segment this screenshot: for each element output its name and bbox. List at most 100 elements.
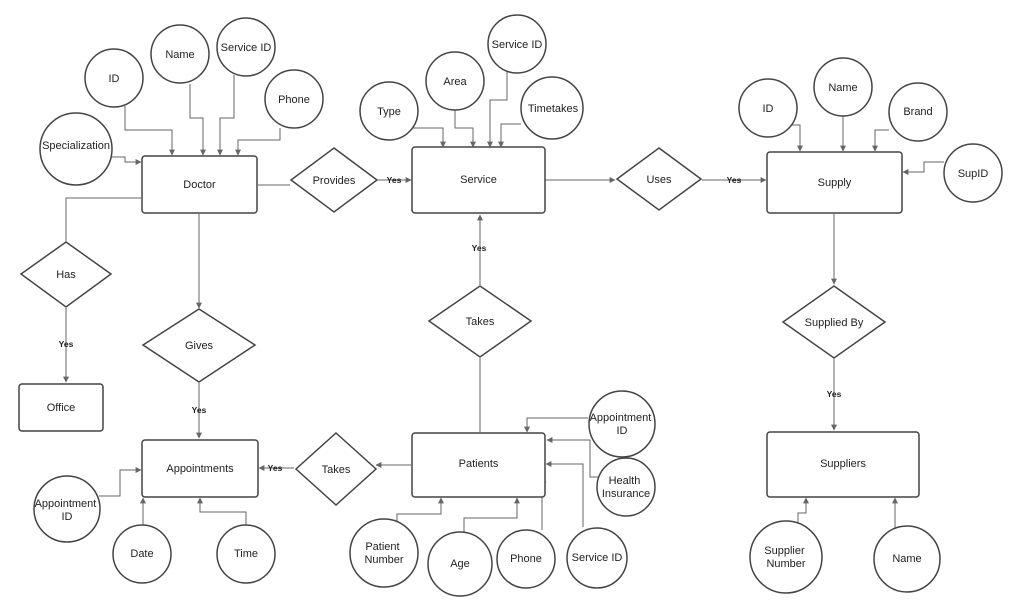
attribute-supplier-name[interactable]: Name bbox=[873, 525, 941, 593]
edge-patients-appointment-id bbox=[524, 417, 588, 433]
entity-suppliers[interactable]: Suppliers bbox=[766, 431, 920, 498]
attribute-service-area-label: Area bbox=[443, 76, 467, 88]
attribute-patient-service-id[interactable]: Service ID bbox=[566, 527, 628, 589]
attribute-patient-appointment-id[interactable]: Appointment ID bbox=[588, 390, 656, 458]
edge-doctor-id bbox=[124, 106, 175, 156]
attribute-doctor-id[interactable]: ID bbox=[84, 48, 144, 108]
relationship-provides[interactable]: Provides bbox=[289, 147, 379, 213]
attribute-doctor-service-id-label: Service ID bbox=[221, 42, 272, 54]
entity-office-label: Office bbox=[47, 402, 76, 414]
attribute-doctor-id-label: ID bbox=[109, 73, 120, 85]
edge-appointments-appointment-id bbox=[99, 467, 142, 497]
entity-suppliers-label: Suppliers bbox=[820, 458, 866, 470]
attribute-supply-name-label: Name bbox=[828, 82, 857, 94]
attribute-service-type-label: Type bbox=[377, 106, 401, 118]
relationship-uses-label: Uses bbox=[646, 174, 672, 186]
label-takes-appointments: Yes bbox=[268, 463, 283, 473]
label-provides-service: Yes bbox=[387, 175, 402, 185]
attribute-appointment-time[interactable]: Time bbox=[216, 524, 276, 584]
edge-patients-number bbox=[396, 497, 444, 528]
entity-supply-label: Supply bbox=[818, 177, 852, 189]
relationship-provides-label: Provides bbox=[313, 175, 356, 187]
entity-appointments[interactable]: Appointments bbox=[141, 439, 259, 498]
entity-service[interactable]: Service bbox=[411, 146, 546, 214]
attribute-patient-health-insurance-label: Health Insurance bbox=[602, 475, 650, 500]
relationship-takes-appointment-label: Takes bbox=[322, 464, 351, 476]
relationship-supplied-by-label: Supplied By bbox=[805, 317, 864, 329]
attribute-patient-number-label: Patient Number bbox=[364, 541, 403, 566]
attribute-service-area[interactable]: Area bbox=[425, 51, 485, 111]
attribute-patient-health-insurance[interactable]: Health Insurance bbox=[596, 457, 656, 517]
attribute-appointment-time-label: Time bbox=[234, 548, 258, 560]
attribute-doctor-service-id[interactable]: Service ID bbox=[216, 17, 276, 77]
relationship-takes-appointment[interactable]: Takes bbox=[294, 431, 378, 507]
edge-patients-health-insurance bbox=[546, 437, 598, 478]
attribute-doctor-specialization-label: Specialization bbox=[42, 140, 110, 152]
edge-patients-service-id bbox=[545, 461, 584, 527]
attribute-doctor-name-label: Name bbox=[165, 49, 194, 61]
entity-patients[interactable]: Patients bbox=[411, 432, 546, 498]
attribute-service-timetakes[interactable]: Timetakes bbox=[520, 76, 584, 140]
attribute-supply-supid[interactable]: SupID bbox=[943, 143, 1003, 203]
attribute-supply-id-label: ID bbox=[763, 103, 774, 115]
attribute-patient-phone[interactable]: Phone bbox=[496, 529, 556, 589]
entity-office[interactable]: Office bbox=[18, 383, 104, 432]
attribute-doctor-phone-label: Phone bbox=[278, 94, 310, 106]
attribute-supply-id[interactable]: ID bbox=[738, 78, 798, 138]
attribute-patient-age[interactable]: Age bbox=[427, 531, 493, 597]
entity-appointments-label: Appointments bbox=[166, 463, 234, 475]
label-suppliedby-suppliers: Yes bbox=[827, 389, 842, 399]
attribute-supply-supid-label: SupID bbox=[958, 168, 989, 180]
edge-appointments-time bbox=[197, 497, 247, 526]
relationship-gives-label: Gives bbox=[185, 340, 214, 352]
attribute-appointment-date[interactable]: Date bbox=[112, 524, 172, 584]
edge-service-area bbox=[454, 110, 476, 148]
edge-supply-brand bbox=[872, 129, 889, 152]
relationship-uses[interactable]: Uses bbox=[615, 147, 703, 211]
entity-service-label: Service bbox=[460, 174, 497, 186]
attribute-patient-phone-label: Phone bbox=[510, 553, 542, 565]
edge-doctor-has bbox=[65, 197, 141, 241]
edge-doctor-service-id bbox=[217, 75, 235, 156]
label-takes-service: Yes bbox=[472, 243, 487, 253]
attribute-appointment-appointment-id-label: Appointment ID bbox=[35, 498, 100, 523]
entity-doctor[interactable]: Doctor bbox=[141, 155, 258, 214]
attribute-patient-number[interactable]: Patient Number bbox=[349, 518, 419, 588]
attribute-doctor-name[interactable]: Name bbox=[150, 24, 210, 84]
edge-service-service-id bbox=[487, 72, 508, 148]
attribute-supply-name[interactable]: Name bbox=[813, 57, 873, 117]
connectors bbox=[63, 72, 944, 536]
entity-supply[interactable]: Supply bbox=[766, 151, 903, 214]
entity-doctor-label: Doctor bbox=[183, 179, 216, 191]
attribute-appointment-appointment-id[interactable]: Appointment ID bbox=[33, 475, 101, 543]
relationship-takes-service[interactable]: Takes bbox=[427, 285, 533, 358]
relationship-takes-service-label: Takes bbox=[466, 316, 495, 328]
attribute-supply-brand[interactable]: Brand bbox=[888, 82, 948, 142]
attribute-supplier-name-label: Name bbox=[892, 553, 921, 565]
attribute-appointment-date-label: Date bbox=[130, 548, 153, 560]
attribute-supplier-number[interactable]: Supplier Number bbox=[749, 520, 823, 594]
attribute-supplier-number-label: Supplier Number bbox=[764, 545, 807, 570]
attribute-service-timetakes-label: Timetakes bbox=[528, 103, 579, 115]
entity-patients-label: Patients bbox=[459, 458, 499, 470]
attribute-doctor-phone[interactable]: Phone bbox=[264, 69, 324, 129]
attribute-supply-brand-label: Brand bbox=[903, 106, 932, 118]
label-uses-supply: Yes bbox=[727, 175, 742, 185]
attribute-service-service-id-label: Service ID bbox=[492, 39, 543, 51]
edge-doctor-name bbox=[189, 84, 206, 156]
edge-supply-supid bbox=[902, 161, 944, 175]
label-has-office: Yes bbox=[59, 339, 74, 349]
relationship-has-label: Has bbox=[56, 269, 76, 281]
attribute-service-type[interactable]: Type bbox=[359, 81, 419, 141]
edge-service-type bbox=[407, 127, 446, 148]
edge-doctor-specialization bbox=[108, 156, 142, 165]
relationship-gives[interactable]: Gives bbox=[141, 308, 257, 383]
attribute-patient-age-label: Age bbox=[450, 558, 470, 570]
relationship-has[interactable]: Has bbox=[19, 241, 113, 308]
label-gives-appointments: Yes bbox=[192, 405, 207, 415]
attribute-service-service-id[interactable]: Service ID bbox=[487, 14, 547, 74]
edge-patients-age bbox=[463, 497, 520, 536]
attribute-doctor-specialization[interactable]: Specialization bbox=[39, 112, 113, 186]
relationship-supplied-by[interactable]: Supplied By bbox=[781, 285, 887, 359]
